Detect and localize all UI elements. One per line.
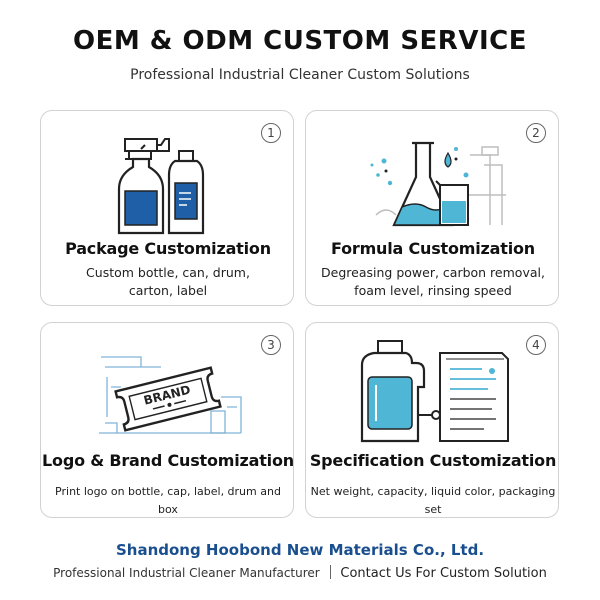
card-logo-brand-customization: 3 BRAND Logo & Brand Customization Print…: [40, 322, 294, 518]
card-number-badge: 4: [526, 335, 546, 355]
page-subtitle: Professional Industrial Cleaner Custom S…: [130, 67, 470, 83]
card-description: Net weight, capacity, liquid color, pack…: [310, 483, 556, 519]
card-specification-customization: 4 Specification Customization Net weight…: [305, 322, 559, 518]
brand-tag-icon: BRAND: [99, 356, 242, 434]
page-title: OEM & ODM CUSTOM SERVICE: [73, 26, 527, 56]
card-description: Degreasing power, carbon removal, foam l…: [316, 264, 550, 300]
spray-bottle-icon: [117, 138, 205, 235]
card-desc-line: foam level, rinsing speed: [354, 283, 512, 298]
card-number-badge: 2: [526, 123, 546, 143]
card-title: Logo & Brand Customization: [42, 451, 294, 470]
contact-cta[interactable]: Contact Us For Custom Solution: [340, 566, 547, 581]
card-description: Custom bottle, can, drum, carton, label: [51, 264, 285, 300]
card-desc-line: Net weight, capacity, liquid color, pack…: [310, 485, 556, 516]
spec-sheet-icon: [360, 340, 509, 443]
card-title: Specification Customization: [309, 451, 557, 470]
flask-icon: [370, 141, 506, 227]
card-desc-line: Degreasing power, carbon removal,: [321, 265, 545, 280]
footer-tagline: Professional Industrial Cleaner Manufact…: [53, 566, 320, 580]
card-desc-line: Custom bottle, can, drum,: [86, 265, 250, 280]
footer-divider: [329, 565, 331, 579]
card-formula-customization: 2 Formula Customization Degreasing power…: [305, 110, 559, 306]
card-desc-line: carton, label: [128, 283, 208, 298]
card-number-badge: 1: [261, 123, 281, 143]
card-package-customization: 1 Package Customization Custom bottle, c…: [40, 110, 294, 306]
card-description: Print logo on bottle, cap, label, drum a…: [45, 483, 291, 519]
card-title: Package Customization: [65, 239, 271, 258]
card-desc-line: Print logo on bottle, cap, label, drum a…: [55, 485, 281, 516]
card-number-badge: 3: [261, 335, 281, 355]
footer-line: Professional Industrial Cleaner Manufact…: [0, 565, 600, 581]
company-name: Shandong Hoobond New Materials Co., Ltd.: [115, 541, 485, 559]
card-title: Formula Customization: [331, 239, 535, 258]
